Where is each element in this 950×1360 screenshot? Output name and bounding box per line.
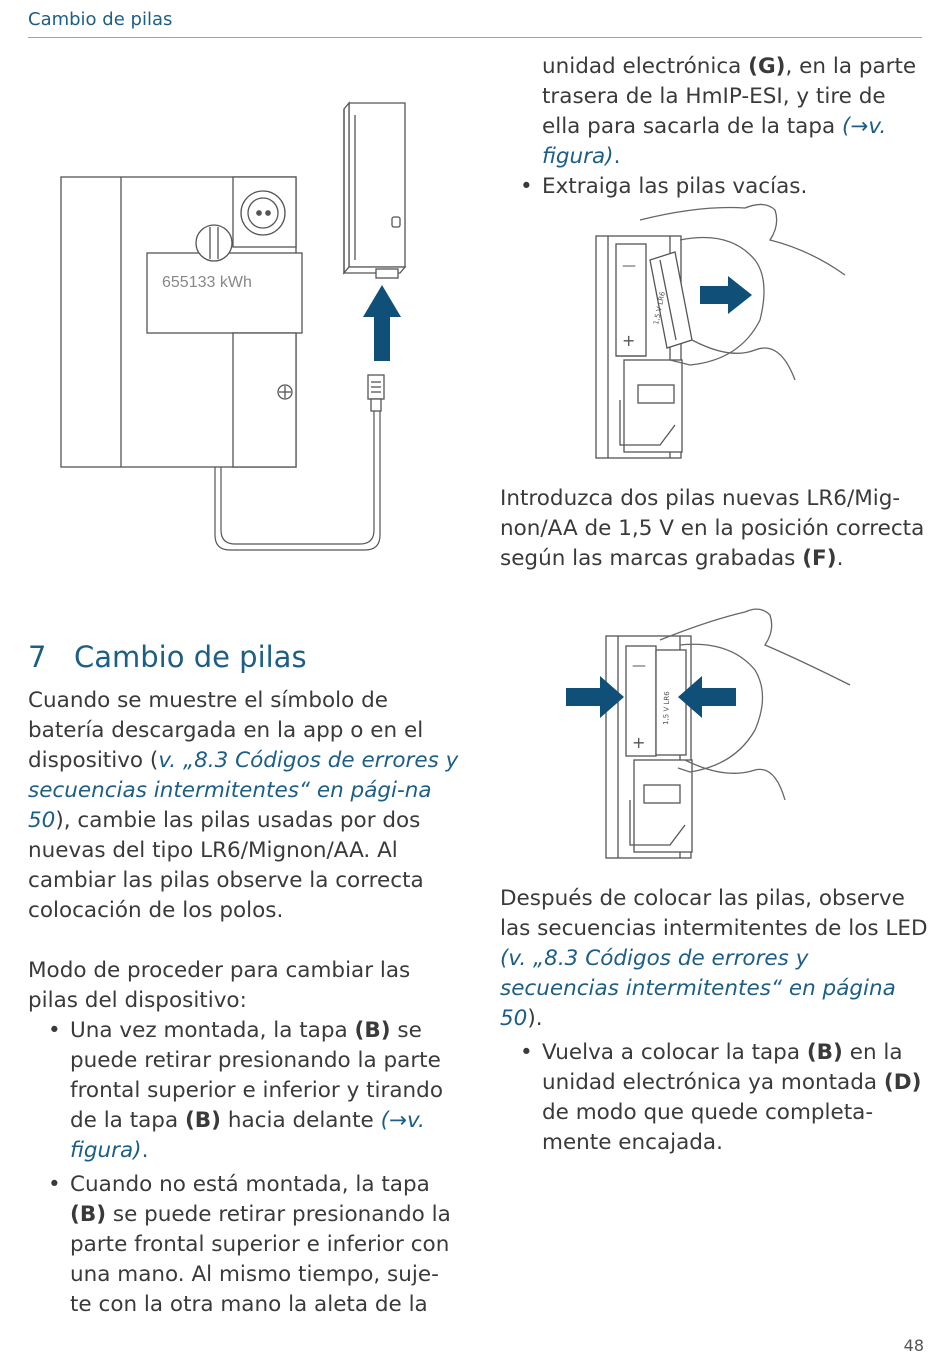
svg-text:—: — [632, 658, 646, 674]
section-heading: 7 Cambio de pilas [28, 640, 307, 674]
cont-text-a: unidad electrónica [542, 54, 749, 79]
after-text-a: Después de colocar las pilas, observe la… [500, 886, 928, 941]
running-header: Cambio de pilas [28, 9, 173, 30]
bullet-replace-cover: Vuelva a colocar la tapa (B) en la unida… [500, 1038, 930, 1158]
b1-text-c: hacia delante [221, 1108, 381, 1133]
after-batteries-text: Después de colocar las pilas, observe la… [500, 884, 930, 1158]
b1-text-b: se puede retirar presionando la parte fr… [70, 1018, 443, 1133]
bullet-mounted: Una vez montada, la tapa (B) se puede re… [28, 1016, 460, 1166]
replace-text-a: Vuelva a colocar la tapa [542, 1040, 807, 1065]
svg-text:+: + [622, 331, 635, 350]
bullet-unmounted: Cuando no está montada, la tapa (B) se p… [28, 1170, 460, 1320]
figure-battery-insertion: — + 1,5 V LR6 [566, 608, 851, 859]
figure-reference-link-2[interactable]: (→v. figura) [70, 1108, 425, 1163]
section-title: Cambio de pilas [74, 640, 307, 674]
procedure-intro: Modo de proceder para cambiar las pilas … [28, 958, 411, 1013]
error-codes-link-2[interactable]: (v. „8.3 Códigos de errores y secuencias… [500, 946, 896, 1031]
error-codes-link[interactable]: v. „8.3 Códigos de errores y secuencias … [28, 748, 459, 833]
b2-text-a: Cuando no está montada, la tapa [70, 1172, 430, 1197]
label-b-4: (B) [806, 1040, 843, 1065]
label-b-1: (B) [354, 1018, 391, 1043]
label-g: (G) [748, 54, 786, 79]
b1-text-a: Una vez montada, la tapa [70, 1018, 355, 1043]
replace-text-e: de modo que quede completa-mente encajad… [542, 1100, 874, 1155]
insert-text-a: Introduzca dos pilas nuevas LR6/Mig-non/… [500, 486, 925, 571]
insert-end: . [836, 546, 844, 571]
page-number: 48 [903, 1336, 924, 1355]
figure-meter-sensor: 655133 kWh [60, 101, 407, 551]
label-f: (F) [802, 546, 837, 571]
figure-battery-removal: — + 1,5 V LR6 [595, 203, 846, 459]
insert-batteries-text: Introduzca dos pilas nuevas LR6/Mig-non/… [500, 484, 930, 574]
cont-text-b: , en la parte trasera de la HmIP-ESI, y … [542, 54, 917, 139]
label-b-3: (B) [70, 1202, 107, 1227]
continued-step: unidad electrónica (G), en la parte tras… [500, 52, 930, 202]
after-end: ). [527, 1006, 543, 1031]
meter-reading-text: 655133 kWh [162, 274, 252, 291]
section-7-body: Cuando se muestre el símbolo de batería … [28, 686, 460, 1320]
bullet-extract: Extraiga las pilas vacías. [500, 172, 930, 202]
label-d: (D) [883, 1070, 922, 1095]
b1-end: . [141, 1138, 149, 1163]
svg-text:+: + [632, 733, 645, 752]
label-b-2: (B) [184, 1108, 222, 1133]
intro-paragraph: Cuando se muestre el símbolo de batería … [28, 686, 460, 926]
svg-text:—: — [622, 258, 636, 274]
intro-text-a: Cuando se muestre el símbolo de batería … [28, 688, 424, 773]
intro-text-b: ), cambie las pilas usadas por dos nueva… [28, 808, 424, 923]
cont-end: . [613, 144, 621, 169]
battery-label-2: 1,5 V LR6 [662, 691, 671, 725]
section-number: 7 [28, 640, 47, 674]
b2-text-b: se puede retirar presionando la parte fr… [70, 1202, 451, 1317]
replace-text-c: en la unidad electrónica ya montada [542, 1040, 903, 1095]
header-rule [28, 37, 922, 38]
figure-reference-link[interactable]: (→v. figura) [542, 114, 887, 169]
